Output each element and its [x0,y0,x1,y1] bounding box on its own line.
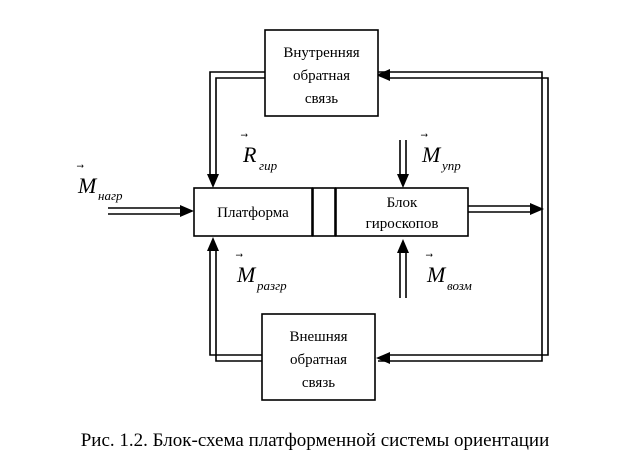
coupling-block [312,187,336,237]
vector-arrow-mark: ⃗ [420,133,428,137]
internal-feedback-line-1: Внутренняя [283,45,359,61]
m-disturb-input-arrow [397,239,409,298]
internal-feedback-line-2: обратная [293,68,350,84]
external-feedback-line-3: связь [302,375,335,391]
m-control-symbol: M [421,142,442,167]
m-control-input-arrow [397,140,409,188]
m-load-symbol: M [77,173,98,198]
platform-label: Платформа [217,205,289,221]
r-gyro-symbol: R [242,142,257,167]
vector-arrow-mark: ⃗ [425,253,433,257]
gyro-block-line-2: гироскопов [366,216,439,232]
m-load-subscript: нагр [98,188,123,203]
gyro-output-path [468,203,544,215]
m-load-input-arrow [108,205,194,217]
external-feedback-return-path [207,237,262,362]
vector-arrow-mark: ⃗ [235,253,243,257]
internal-feedback-line-3: связь [305,91,338,107]
m-disturb-subscript: возм [447,278,472,293]
m-unload-symbol: M [236,262,257,287]
m-unload-subscript: разгр [256,278,287,293]
signal-m-load: ⃗ M нагр [76,164,123,203]
signal-r-gyro: ⃗ R гир [240,133,278,173]
figure-caption: Рис. 1.2. Блок-схема платформенной систе… [81,430,550,451]
signal-m-disturb: ⃗ M возм [425,253,472,293]
gyro-block: Блок гироскопов [335,187,469,237]
gyro-block-line-1: Блок [387,195,418,211]
signal-m-unload: ⃗ M разгр [235,253,287,293]
m-control-subscript: упр [440,158,461,173]
vector-arrow-mark: ⃗ [240,133,248,137]
internal-feedback-block: Внутренняя обратная связь [264,29,379,117]
r-gyro-subscript: гир [259,158,278,173]
external-feedback-line-1: Внешняя [289,329,347,345]
external-feedback-line-2: обратная [290,352,347,368]
vector-arrow-mark: ⃗ [76,164,84,168]
signal-m-control: ⃗ M упр [420,133,461,173]
connections [108,69,549,364]
right-feedback-bus [376,69,549,364]
m-disturb-symbol: M [426,262,447,287]
platform-block: Платформа [193,187,313,237]
internal-feedback-return-path [207,71,265,188]
external-feedback-block: Внешняя обратная связь [261,313,376,401]
